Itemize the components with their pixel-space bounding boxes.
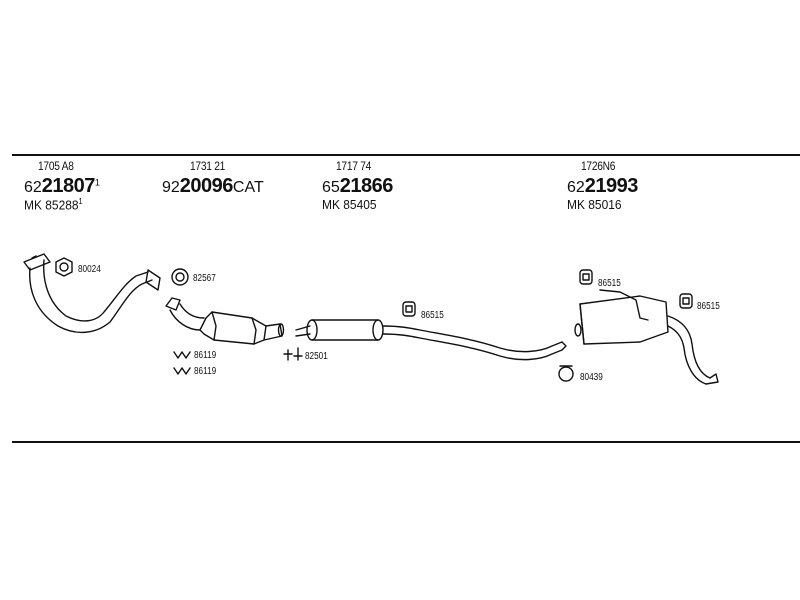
rear-silencer: [574, 289, 719, 385]
group-code: 1731 21: [190, 159, 226, 173]
callout-86119-a: 86119: [194, 350, 217, 361]
clamp-82501-icon: [283, 347, 303, 361]
callout-80439: 80439: [580, 372, 603, 383]
part-number: 6521866: [322, 175, 393, 197]
callout-86515-a: 86515: [421, 310, 444, 321]
part-number: 62218071: [24, 175, 100, 197]
mounting-kit: MK 852881: [24, 197, 83, 213]
hanger-86515-icon: [579, 269, 593, 285]
group-middle-silencer: 1717 74 6521866 MK 85405: [322, 160, 393, 211]
group-code: 1726N6: [581, 159, 616, 173]
group-catalyst: 1731 21 9220096CAT: [162, 160, 264, 196]
callout-86515-c: 86515: [697, 301, 720, 312]
mounting-kit: MK 85405: [322, 197, 377, 212]
group-code: 1717 74: [336, 159, 372, 173]
callout-86119-b: 86119: [194, 366, 217, 377]
group-rear-silencer: 1726N6 6221993 MK 85016: [567, 160, 638, 211]
callout-80024: 80024: [78, 264, 101, 275]
front-pipe: [23, 253, 161, 333]
hanger-86515-icon: [679, 293, 693, 309]
middle-silencer: [295, 319, 567, 361]
callout-82567: 82567: [193, 273, 216, 284]
callout-86515-b: 86515: [598, 278, 621, 289]
bottom-rule: [12, 441, 800, 443]
ring-82567-icon: [171, 268, 189, 286]
spring-86119-icon: [173, 351, 191, 375]
callout-82501: 82501: [305, 351, 328, 362]
gasket-80024-icon: [55, 257, 73, 277]
top-rule: [12, 154, 800, 156]
group-code: 1705 A8: [38, 159, 74, 173]
clamp-80439-icon: [558, 365, 574, 382]
group-front-pipe: 1705 A8 62218071 MK 852881: [24, 160, 100, 211]
hanger-86515-icon: [402, 301, 416, 317]
part-number: 6221993: [567, 175, 638, 197]
catalytic-converter: [165, 297, 285, 345]
part-number: 9220096CAT: [162, 175, 264, 197]
mounting-kit: MK 85016: [567, 197, 622, 212]
